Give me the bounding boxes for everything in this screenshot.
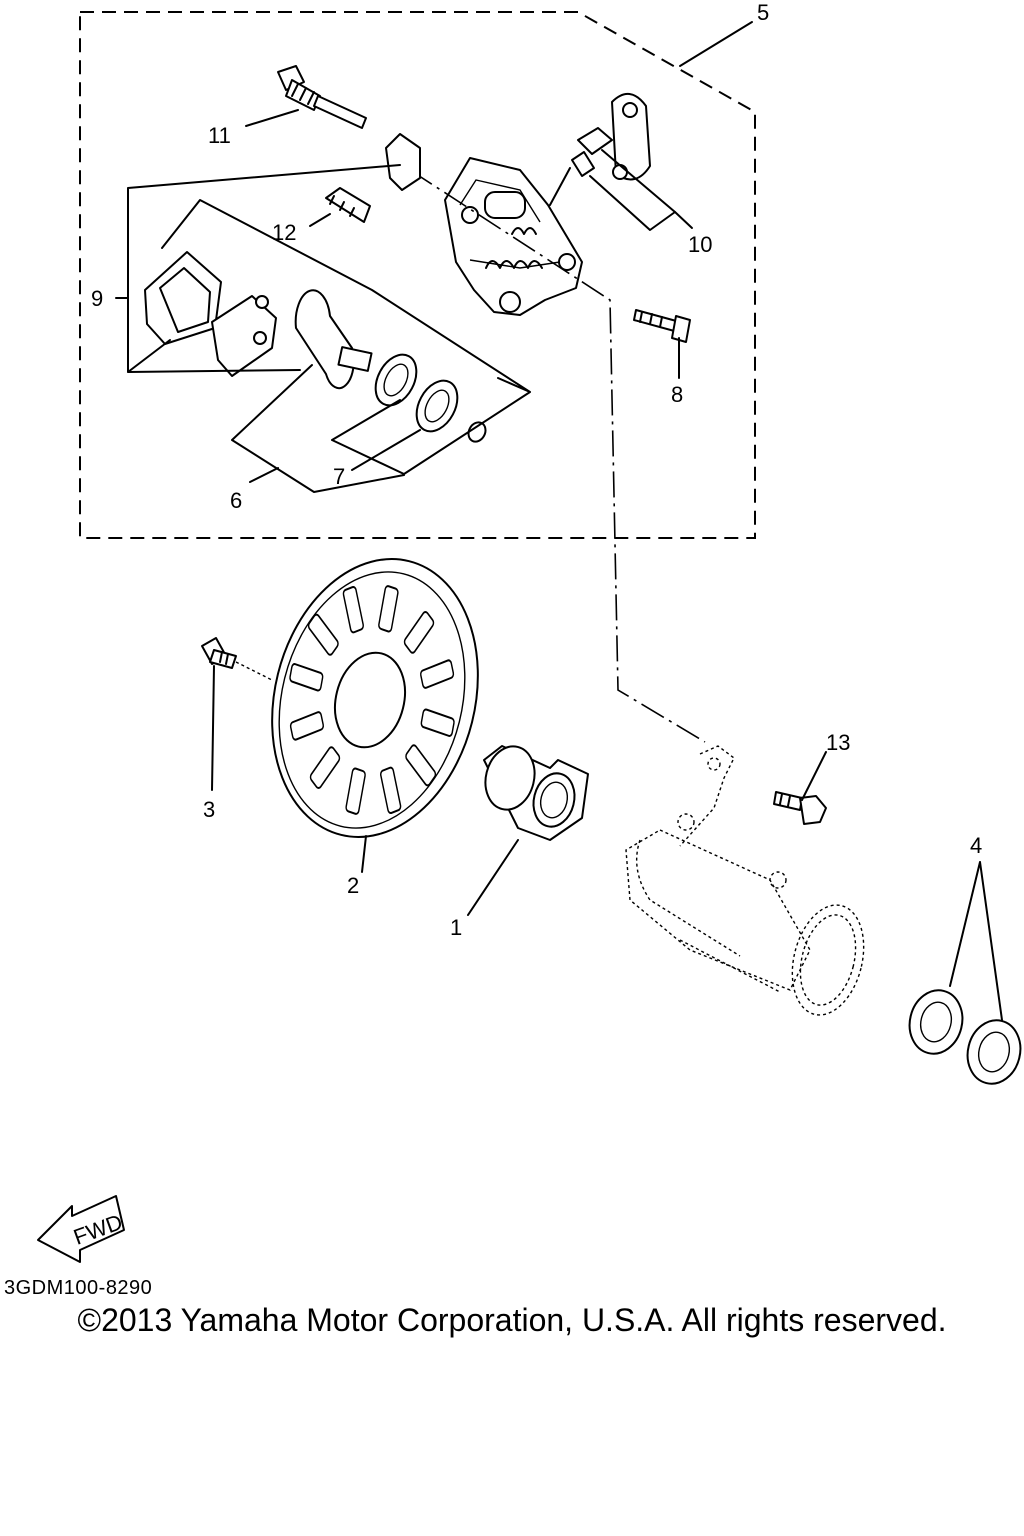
disc-slot — [420, 659, 455, 689]
disc-slot — [403, 610, 435, 654]
disc-slot — [380, 766, 402, 815]
disc-slot — [345, 767, 366, 815]
callout-1: 1 — [450, 915, 462, 940]
disc-slot — [289, 663, 324, 692]
pad-bracket-lines — [127, 164, 401, 373]
disc-slot — [342, 585, 364, 634]
diagram-code: 3GDM100-8290 — [4, 1277, 153, 1299]
callout-5: 5 — [757, 0, 769, 25]
caliper-bolt — [633, 309, 691, 343]
slide-pin — [277, 65, 367, 129]
disc-slot — [289, 711, 324, 741]
brake-disc — [271, 558, 479, 838]
disc-hub — [483, 745, 589, 841]
callout-9: 9 — [91, 286, 103, 311]
caliper-piston — [294, 289, 373, 390]
callout-4: 4 — [970, 833, 982, 858]
forward-direction-arrow: FWD — [37, 1195, 126, 1263]
brake-pads — [144, 133, 421, 377]
piston-seals — [374, 353, 487, 443]
lock-nuts — [908, 989, 1022, 1085]
callout-12: 12 — [272, 220, 296, 245]
callout-6: 6 — [230, 488, 242, 513]
disc-slot — [420, 708, 455, 737]
callout-3: 3 — [203, 797, 215, 822]
hose-fitting-leader — [549, 149, 676, 231]
seal-group-lines — [161, 199, 531, 493]
axle-housing — [625, 745, 865, 1016]
disc-slot — [307, 613, 339, 656]
disc-slot — [405, 744, 437, 787]
hose-fitting — [571, 93, 651, 181]
callout-leaders — [115, 21, 1003, 1021]
callout-numbers: 1 2 3 4 5 6 7 8 9 10 11 12 13 — [91, 0, 982, 940]
bracket-bolt — [773, 791, 827, 825]
caliper-assembly-boundary — [79, 11, 756, 539]
disc-slot — [309, 746, 341, 790]
callout-7: 7 — [333, 464, 345, 489]
callout-8: 8 — [671, 382, 683, 407]
callout-11: 11 — [208, 123, 231, 148]
disc-bolt — [201, 637, 237, 669]
copyright-notice: ©2013 Yamaha Motor Corporation, U.S.A. A… — [77, 1302, 947, 1338]
assembly-axis-line — [409, 169, 706, 743]
callout-2: 2 — [347, 873, 359, 898]
bleed-screw — [325, 187, 371, 223]
callout-13: 13 — [826, 730, 850, 755]
callout-10: 10 — [688, 232, 712, 257]
disc-slot — [378, 585, 399, 633]
